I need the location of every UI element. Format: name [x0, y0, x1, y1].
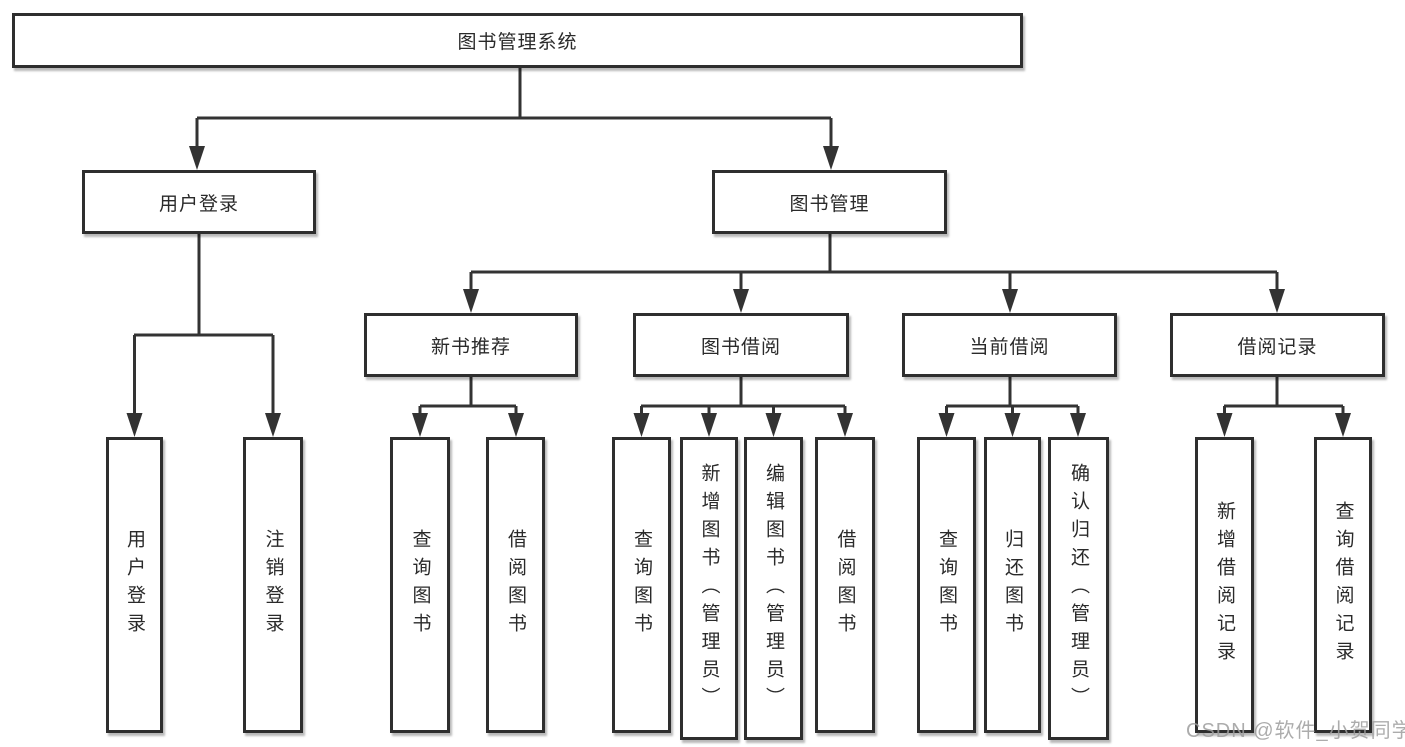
leaf-add-borrow-record: 新增借阅记录 — [1195, 437, 1254, 733]
node-book-borrow: 图书借阅 — [633, 313, 849, 377]
connector-new-book-rec-children — [412, 377, 524, 437]
leaf-add-book-label: 新增图书（管理员） — [698, 462, 720, 715]
leaf-query-book-current: 查询图书 — [917, 437, 976, 733]
node-borrow-records: 借阅记录 — [1170, 313, 1385, 377]
leaf-confirm-return-label: 确认归还（管理员） — [1068, 462, 1089, 715]
leaf-query-book-current-label: 查询图书 — [936, 529, 957, 641]
leaf-query-book-borrow-label: 查询图书 — [631, 529, 652, 641]
leaf-query-borrow-record: 查询借阅记录 — [1314, 437, 1372, 733]
leaf-return-book-label: 归还图书 — [1002, 529, 1023, 641]
leaf-borrow-book-borrow-label: 借阅图书 — [834, 529, 856, 641]
node-current-borrow: 当前借阅 — [902, 313, 1117, 377]
leaf-return-book: 归还图书 — [984, 437, 1041, 733]
leaf-query-book-borrow: 查询图书 — [612, 437, 671, 733]
node-new-book-rec-label: 新书推荐 — [430, 336, 511, 358]
node-root-label: 图书管理系统 — [457, 32, 578, 53]
connector-book-mgmt-children — [463, 232, 1285, 313]
connector-user-login-children — [126, 232, 281, 437]
leaf-add-book: 新增图书（管理员） — [680, 437, 738, 740]
connector-current-borrow-children — [938, 377, 1086, 437]
leaf-query-borrow-record-label: 查询借阅记录 — [1332, 501, 1354, 669]
node-current-borrow-label: 当前借阅 — [969, 336, 1050, 358]
node-book-mgmt-label: 图书管理 — [789, 193, 870, 215]
leaf-borrow-book-borrow: 借阅图书 — [815, 437, 875, 733]
node-user-login-label: 用户登录 — [158, 193, 239, 215]
leaf-logout-label: 注销登录 — [262, 529, 284, 641]
connector-book-borrow-children — [633, 377, 853, 437]
leaf-user-login-label: 用户登录 — [124, 529, 145, 641]
leaf-query-book-rec-label: 查询图书 — [409, 529, 431, 641]
leaf-add-borrow-record-label: 新增借阅记录 — [1214, 501, 1235, 669]
leaf-edit-book-label: 编辑图书（管理员） — [763, 462, 784, 715]
node-book-borrow-label: 图书借阅 — [700, 336, 781, 358]
leaf-edit-book: 编辑图书（管理员） — [744, 437, 803, 740]
node-new-book-rec: 新书推荐 — [364, 313, 578, 377]
node-book-mgmt: 图书管理 — [712, 170, 947, 234]
connector-borrow-records-children — [1216, 377, 1351, 437]
leaf-borrow-book-rec: 借阅图书 — [486, 437, 545, 733]
node-user-login: 用户登录 — [82, 170, 316, 234]
leaf-user-login: 用户登录 — [106, 437, 163, 733]
leaf-query-book-rec: 查询图书 — [390, 437, 450, 733]
leaf-logout: 注销登录 — [243, 437, 303, 733]
node-borrow-records-label: 借阅记录 — [1237, 336, 1318, 358]
csdn-watermark: CSDN @软件_小贺同学 — [1186, 720, 1405, 742]
leaf-confirm-return: 确认归还（管理员） — [1048, 437, 1109, 740]
connector-root-children — [189, 66, 839, 170]
leaf-borrow-book-rec-label: 借阅图书 — [505, 529, 526, 641]
node-root: 图书管理系统 — [12, 13, 1023, 68]
